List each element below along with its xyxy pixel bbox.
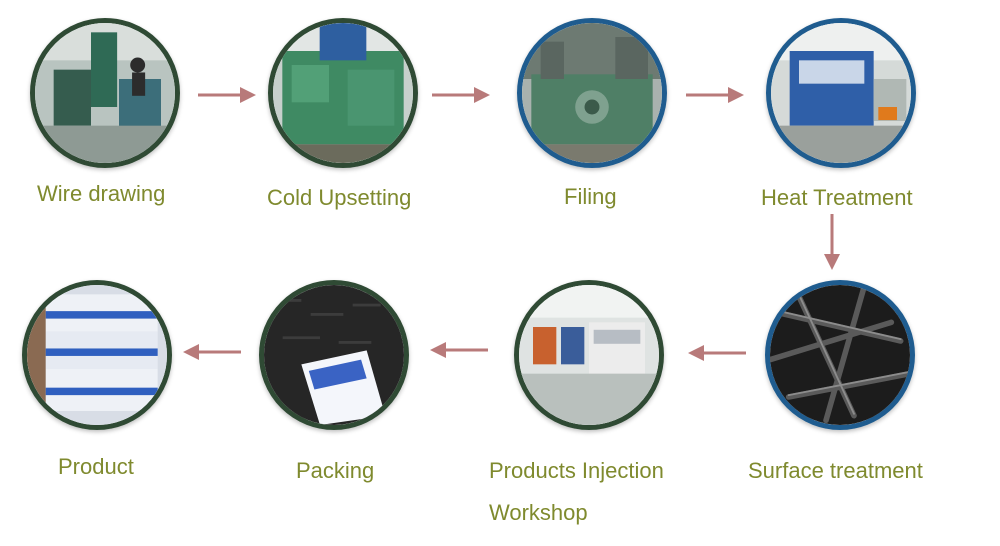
arrow-down-icon (822, 212, 842, 272)
step-label-cold-upsetting: Cold Upsetting (267, 177, 411, 219)
cold-upsetting-photo (268, 18, 418, 168)
product-photo (22, 280, 172, 430)
injection-workshop-photo (514, 280, 664, 430)
arrow-right-3-icon (684, 85, 746, 105)
step-label-injection-workshop: Products Injection Workshop (489, 450, 664, 534)
wire-drawing-photo (30, 18, 180, 168)
arrow-right-2-icon (430, 85, 492, 105)
arrow-right-1-icon (196, 85, 258, 105)
packing-photo (259, 280, 409, 430)
arrow-left-3-icon (181, 342, 243, 362)
surface-treatment-photo (765, 280, 915, 430)
step-label-packing: Packing (296, 450, 374, 492)
step-label-filing: Filing (564, 176, 617, 218)
step-label-product: Product (58, 446, 134, 488)
heat-treatment-photo (766, 18, 916, 168)
arrow-left-1-icon (686, 343, 748, 363)
step-label-surface-treatment: Surface treatment (748, 450, 923, 492)
filing-photo (517, 18, 667, 168)
step-label-wire-drawing: Wire drawing (37, 173, 165, 215)
arrow-left-2-icon (428, 340, 490, 360)
